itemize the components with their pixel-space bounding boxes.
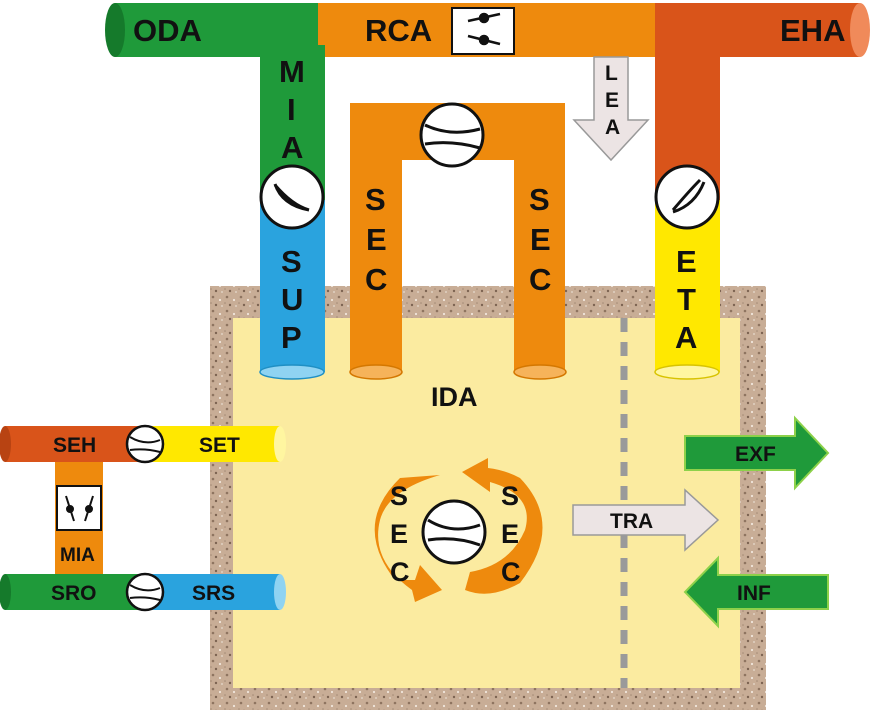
sec-left-label-1: S [365, 182, 386, 217]
sec-loop-right-label-2: E [501, 519, 519, 549]
sup-label-1: S [281, 244, 302, 279]
seh-label: SEH [53, 434, 96, 457]
room-fan-icon [421, 499, 487, 565]
sec-left-end [349, 364, 403, 380]
sec-loop-right-label-1: S [501, 481, 519, 511]
supply-fan-icon [259, 164, 325, 230]
sup-duct-end [259, 364, 325, 380]
mia-damper-icon [65, 495, 94, 522]
sec-fan-icon [419, 102, 485, 168]
set-label: SET [199, 434, 240, 457]
sec-right-label-2: E [530, 222, 551, 257]
eha-label: EHA [780, 13, 845, 48]
sro-duct [5, 574, 147, 610]
lea-label-1: L [605, 62, 618, 85]
mia-vertical-label-1: M [279, 54, 305, 89]
eha-duct-end [850, 3, 870, 57]
sec-circulation-left-arrow [374, 475, 442, 602]
sec-left-label-3: C [365, 262, 387, 297]
mia-vertical-label-2: I [287, 92, 296, 127]
inf-label: INF [737, 582, 771, 605]
sec-loop-right-label-3: C [501, 557, 521, 587]
sro-label: SRO [51, 582, 97, 605]
seh-duct [5, 426, 147, 462]
seh-duct-end [0, 426, 11, 462]
eta-label-2: T [677, 282, 696, 317]
exf-arrow [684, 415, 830, 491]
sup-label-2: U [281, 282, 303, 317]
sec-right-end [513, 364, 567, 380]
srs-label: SRS [192, 582, 235, 605]
sec-left-label-2: E [366, 222, 387, 257]
set-duct-end [274, 426, 286, 462]
lea-label-2: E [605, 89, 619, 112]
sec-right-label-1: S [529, 182, 550, 217]
sec-loop-left-label-1: S [390, 481, 408, 511]
mia-damper-box [56, 485, 102, 531]
damper-icon [467, 12, 501, 46]
seh-fan-icon [125, 424, 165, 464]
sro-duct-end [0, 574, 11, 610]
extract-fan-icon [654, 164, 720, 230]
sec-circulation-right-arrow [462, 458, 543, 594]
inf-arrow [683, 555, 829, 629]
tra-label: TRA [610, 510, 653, 533]
oda-duct-end [105, 3, 125, 57]
oda-label: ODA [133, 13, 202, 48]
rca-label: RCA [365, 13, 432, 48]
indoor-space [233, 318, 740, 688]
ida-label: IDA [431, 382, 478, 412]
eta-label-1: E [676, 244, 697, 279]
sec-right-label-3: C [529, 262, 551, 297]
tra-arrow [572, 488, 720, 552]
mia-vertical-label-3: A [281, 130, 303, 165]
eta-label-3: A [675, 320, 697, 355]
mia-small-label: MIA [60, 545, 95, 566]
exf-label: EXF [735, 443, 776, 466]
srs-duct-end [274, 574, 286, 610]
sup-label-3: P [281, 320, 302, 355]
eta-duct-end [654, 364, 720, 380]
sec-loop-left-label-2: E [390, 519, 408, 549]
lea-label-3: A [605, 116, 620, 139]
sro-fan-icon [125, 572, 165, 612]
lea-arrow [572, 56, 650, 162]
sec-loop-left-label-3: C [390, 557, 410, 587]
